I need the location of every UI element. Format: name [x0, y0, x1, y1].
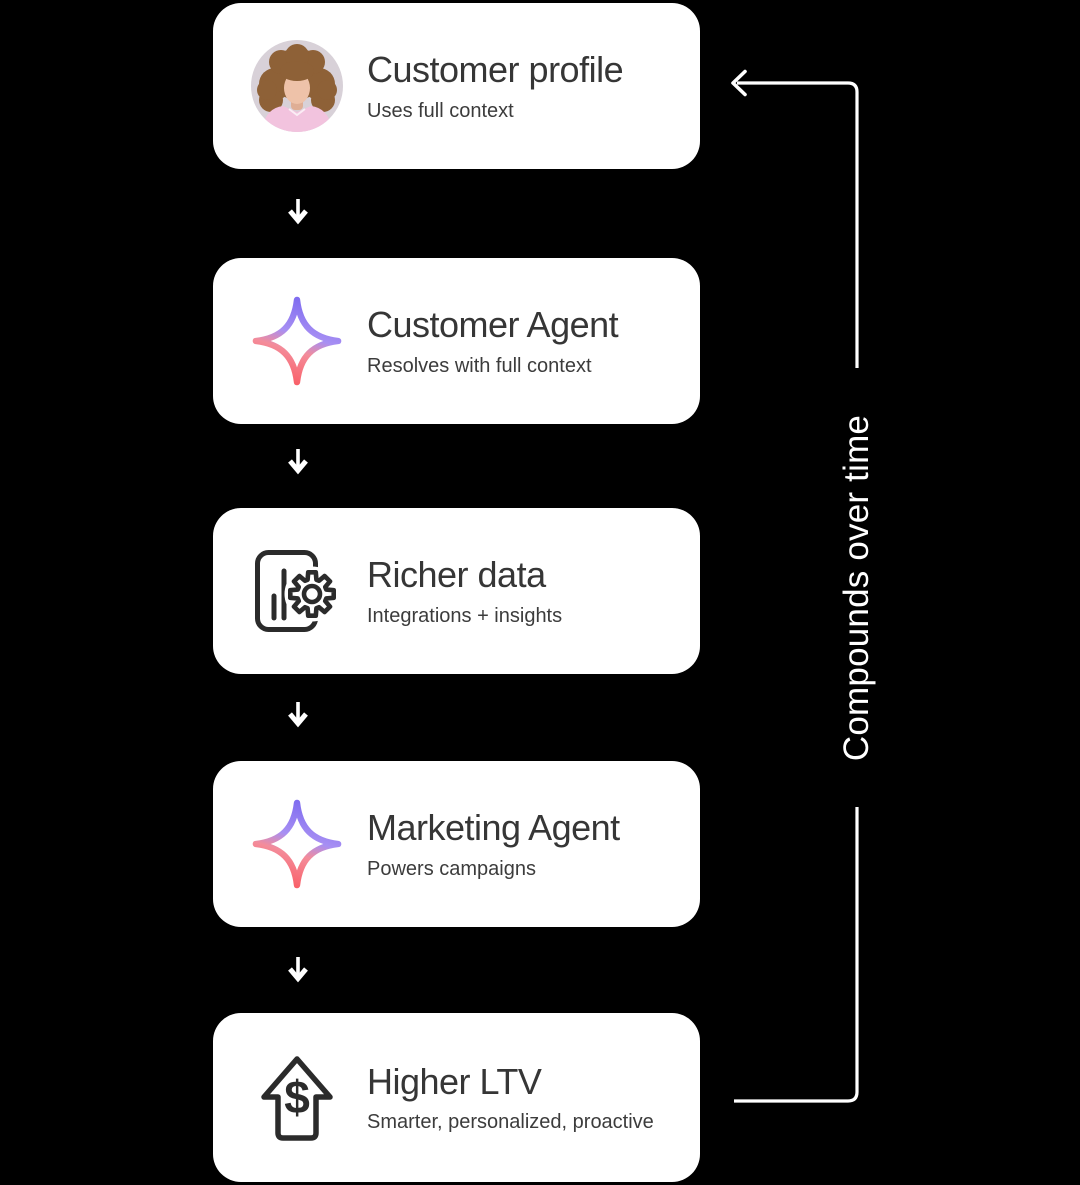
card-subtitle: Smarter, personalized, proactive [367, 1111, 654, 1134]
loop-label: Compounds over time [837, 414, 876, 762]
sparkle-agent-icon [249, 797, 345, 891]
sparkle-agent-icon [249, 294, 345, 388]
card-subtitle: Resolves with full context [367, 354, 592, 377]
down-arrow-icon [288, 199, 308, 225]
card-customer-profile: Customer profile Uses full context [213, 3, 700, 169]
avatar [251, 40, 343, 132]
card-title: Richer data [367, 554, 546, 596]
card-title: Customer profile [367, 49, 624, 91]
card-title: Customer Agent [367, 304, 619, 346]
card-customer-agent: Customer Agent Resolves with full contex… [213, 258, 700, 424]
card-marketing-agent: Marketing Agent Powers campaigns [213, 761, 700, 927]
document-gear-icon [249, 548, 345, 634]
left-arrowhead-icon [731, 69, 747, 97]
house-dollar-icon: $ [249, 1054, 345, 1142]
sparkle-icon [252, 799, 342, 889]
gear-icon [288, 570, 336, 618]
down-arrow-icon [288, 449, 308, 475]
down-arrow-icon [288, 957, 308, 983]
card-subtitle: Uses full context [367, 99, 514, 122]
up-arrow-dollar-icon: $ [261, 1055, 333, 1141]
card-title: Marketing Agent [367, 807, 620, 849]
card-title: Higher LTV [367, 1060, 542, 1102]
dollar-glyph: $ [284, 1071, 310, 1123]
document-gear-icon [255, 550, 340, 632]
customer-avatar-photo [249, 40, 345, 132]
card-higher-ltv: $ Higher LTV Smarter, personalized, proa… [213, 1013, 700, 1182]
card-richer-data: Richer data Integrations + insights [213, 508, 700, 674]
card-subtitle: Integrations + insights [367, 604, 563, 627]
card-subtitle: Powers campaigns [367, 857, 536, 880]
sparkle-icon [252, 296, 342, 386]
down-arrow-icon [288, 702, 308, 728]
